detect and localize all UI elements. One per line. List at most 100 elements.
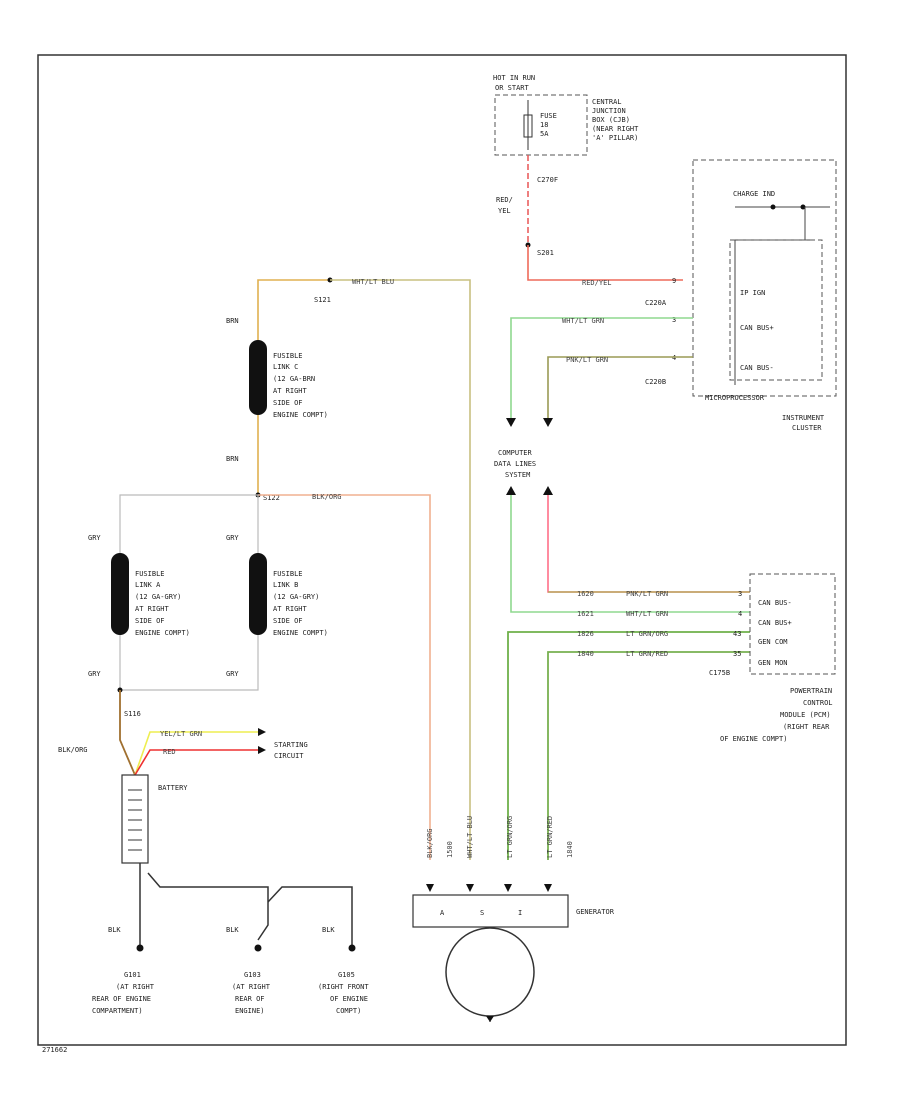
svg-text:(RIGHT FRONT: (RIGHT FRONT: [318, 983, 369, 991]
svg-text:REAR OF: REAR OF: [235, 995, 265, 1003]
svg-text:BLK/ORG: BLK/ORG: [58, 746, 88, 754]
cjb-box: [494, 94, 588, 156]
svg-text:ENGINE): ENGINE): [235, 1007, 265, 1015]
wire-wht-lt-grn-cluster: [510, 317, 693, 420]
wire-lt-grn-red-pcm: [547, 651, 750, 860]
arrow-right-icon: [258, 728, 266, 736]
svg-text:GRY: GRY: [226, 670, 239, 678]
fusible-link-c-icon: [249, 340, 267, 415]
splice-s116-label: S116: [124, 710, 141, 718]
wire-red-yel: [527, 245, 683, 281]
svg-text:YEL: YEL: [498, 207, 511, 215]
microprocessor-box: [729, 239, 823, 381]
wire-blk-g103: [147, 872, 269, 941]
svg-text:1621: 1621: [577, 610, 594, 618]
splice-s122-label: S122: [263, 494, 280, 502]
wire-blk-org-battery: [119, 690, 136, 776]
splice-s121-label: S121: [314, 296, 331, 304]
svg-text:1840: 1840: [566, 841, 574, 858]
ground-g103-icon: [254, 944, 262, 952]
svg-text:FUSIBLE: FUSIBLE: [273, 352, 303, 360]
ground-g105-icon: [348, 944, 356, 952]
svg-text:BLK: BLK: [322, 926, 335, 934]
svg-text:4: 4: [738, 610, 742, 618]
svg-text:A: A: [440, 909, 445, 917]
svg-text:1500: 1500: [446, 841, 454, 858]
fuse-label: FUSE: [540, 112, 557, 120]
svg-text:SIDE OF: SIDE OF: [135, 617, 165, 625]
svg-text:(NEAR RIGHT: (NEAR RIGHT: [592, 125, 639, 133]
svg-text:YEL/LT GRN: YEL/LT GRN: [160, 730, 202, 738]
svg-text:G101: G101: [124, 971, 141, 979]
svg-text:GRY: GRY: [88, 670, 101, 678]
svg-text:'A' PILLAR): 'A' PILLAR): [592, 134, 638, 142]
hot-in-run-label-2: OR START: [495, 84, 530, 92]
wire-wht-lt-grn-pcm: [510, 495, 750, 613]
svg-text:(12 GA-GRY): (12 GA-GRY): [135, 593, 181, 601]
svg-text:4: 4: [672, 354, 676, 362]
generator-connector: [412, 894, 569, 928]
arrow-right-icon: [258, 746, 266, 754]
svg-text:CENTRAL: CENTRAL: [592, 98, 622, 106]
connector-c220a-label: C220A: [645, 299, 667, 307]
svg-text:WHT/LT BLU: WHT/LT BLU: [352, 278, 394, 286]
svg-text:(AT RIGHT: (AT RIGHT: [116, 983, 155, 991]
svg-text:LT GRN/ORG: LT GRN/ORG: [506, 816, 514, 858]
svg-text:INSTRUMENT: INSTRUMENT: [782, 414, 825, 422]
svg-text:BLK: BLK: [226, 926, 239, 934]
hot-in-run-label: HOT IN RUN: [493, 74, 535, 82]
svg-text:BRN: BRN: [226, 317, 239, 325]
splice-s201-label: S201: [537, 249, 554, 257]
battery: BATTERY: [121, 774, 188, 864]
arrow-up-icon: [543, 486, 553, 495]
generator-icon: [445, 927, 535, 1017]
wire-pnk-lt-grn-pcm-a: [547, 495, 750, 593]
svg-text:REAR OF ENGINE: REAR OF ENGINE: [92, 995, 151, 1003]
svg-text:I: I: [518, 909, 522, 917]
charge-ind-label: CHARGE IND: [733, 190, 775, 198]
svg-text:SIDE OF: SIDE OF: [273, 399, 303, 407]
svg-text:3: 3: [672, 316, 676, 324]
svg-text:RED: RED: [163, 748, 176, 756]
fusible-link-b-icon: [249, 553, 267, 635]
svg-text:(12 GA-GRY): (12 GA-GRY): [273, 593, 319, 601]
arrow-down-icon: [543, 418, 553, 427]
svg-text:MODULE (PCM): MODULE (PCM): [780, 711, 831, 719]
connector-c270f-label: C270F: [537, 176, 558, 184]
svg-text:LINK B: LINK B: [273, 581, 298, 589]
svg-text:BLK/ORG: BLK/ORG: [426, 828, 434, 858]
svg-text:CAN BUS+: CAN BUS+: [740, 324, 774, 332]
svg-text:G103: G103: [244, 971, 261, 979]
wire-yel-lt-grn: [134, 731, 258, 776]
wire-blk-org: [258, 494, 431, 860]
ground-g101-icon: [136, 944, 144, 952]
svg-text:GEN MON: GEN MON: [758, 659, 788, 667]
arrow-down-icon: [506, 418, 516, 427]
central-junction-box: HOT IN RUN OR START FUSE 18 5A CENTRAL J…: [493, 74, 639, 156]
svg-text:43: 43: [733, 630, 741, 638]
svg-text:(RIGHT REAR: (RIGHT REAR: [783, 723, 830, 731]
powertrain-control-module: CAN BUS- CAN BUS+ GEN COM GEN MON C175B …: [709, 573, 836, 743]
diagram-frame: [37, 54, 847, 1046]
svg-text:CIRCUIT: CIRCUIT: [274, 752, 304, 760]
svg-text:POWERTRAIN: POWERTRAIN: [790, 687, 832, 695]
svg-text:SIDE OF: SIDE OF: [273, 617, 303, 625]
fuse-rating: 5A: [540, 130, 549, 138]
wire-red-battery: [134, 749, 258, 776]
svg-text:WHT/LT GRN: WHT/LT GRN: [562, 317, 604, 325]
svg-text:AT RIGHT: AT RIGHT: [273, 387, 308, 395]
svg-text:LINK C: LINK C: [273, 363, 298, 371]
fusible-link-a-icon: [111, 553, 129, 635]
microprocessor-label: MICROPROCESSOR: [705, 394, 765, 402]
generator: BLK/ORG 1500 WHT/LT BLU LT GRN/ORG LT GR…: [412, 816, 615, 1022]
svg-text:GEN COM: GEN COM: [758, 638, 788, 646]
svg-text:FUSIBLE: FUSIBLE: [135, 570, 165, 578]
svg-text:(12 GA-BRN: (12 GA-BRN: [273, 375, 315, 383]
svg-text:SYSTEM: SYSTEM: [505, 471, 530, 479]
wire-brn: [257, 279, 330, 495]
connector-c220b-label: C220B: [645, 378, 666, 386]
svg-text:COMPARTMENT): COMPARTMENT): [92, 1007, 143, 1015]
svg-text:CAN BUS+: CAN BUS+: [758, 619, 792, 627]
svg-text:BLK: BLK: [108, 926, 121, 934]
